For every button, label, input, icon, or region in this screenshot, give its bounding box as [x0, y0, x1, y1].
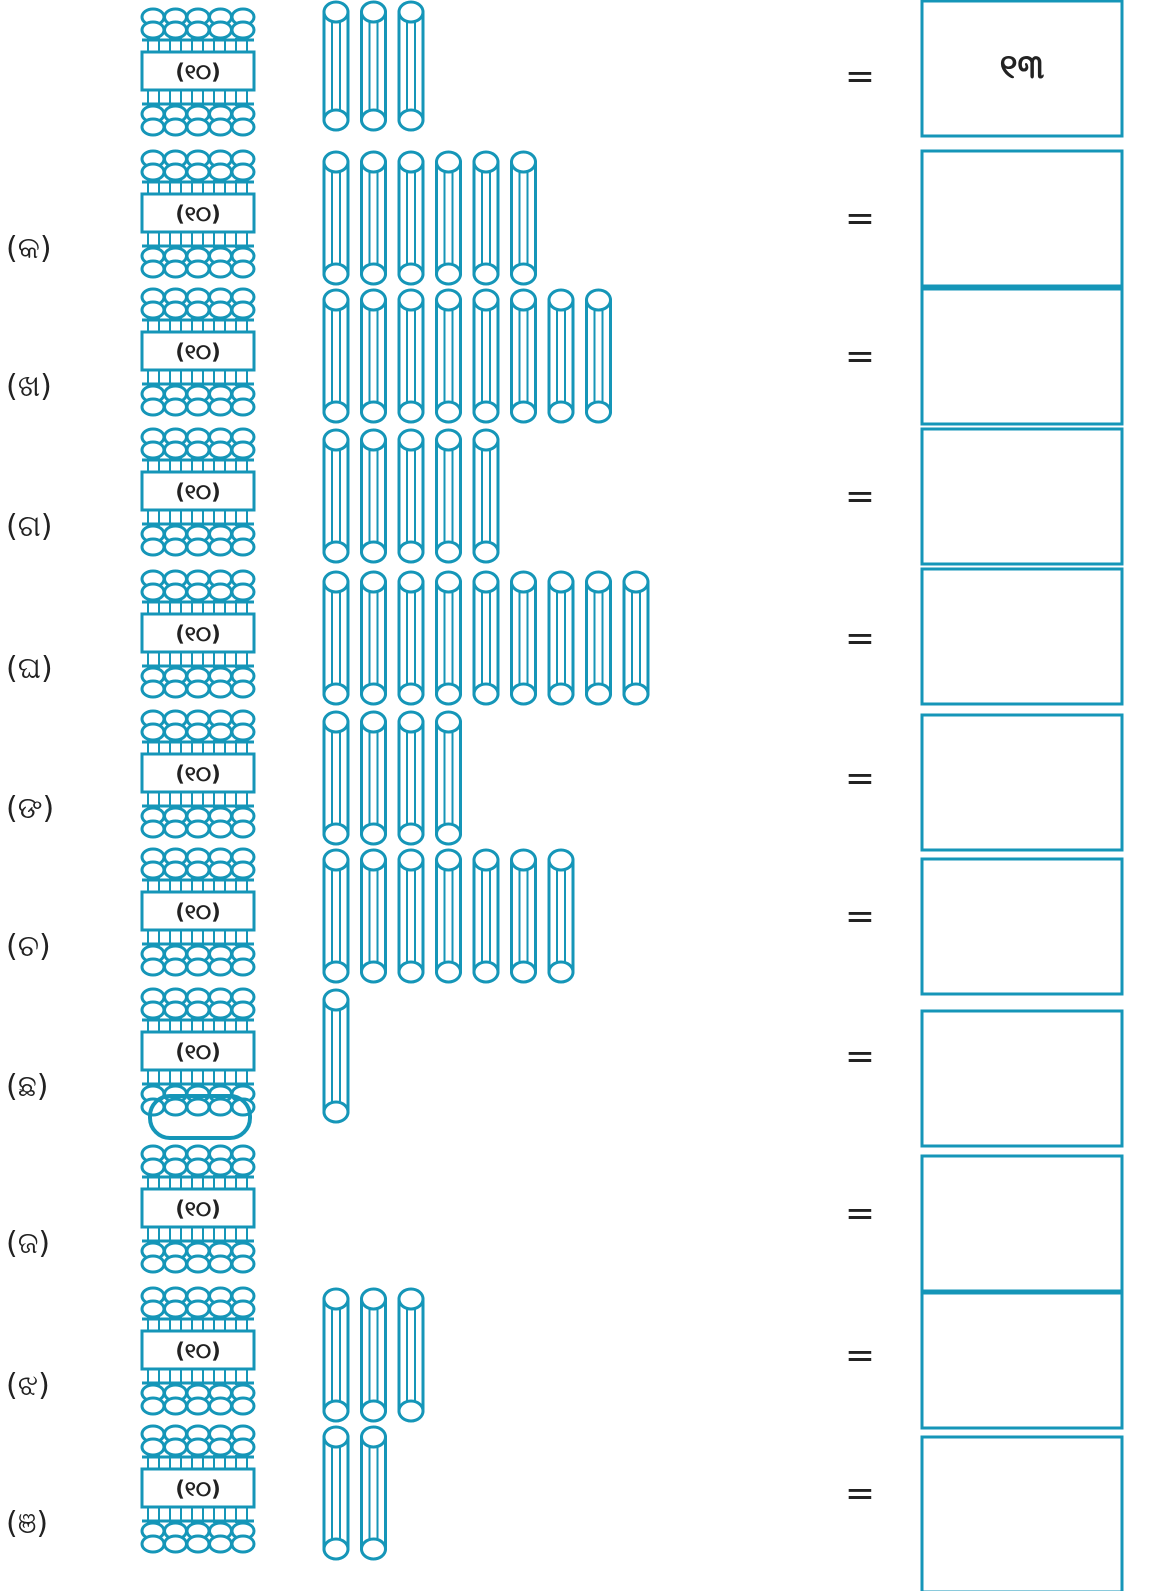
equals-sign: =	[845, 476, 875, 517]
answer-box[interactable]	[922, 289, 1122, 424]
answer-box[interactable]	[922, 859, 1122, 994]
row-label: (ଗ)	[6, 509, 52, 544]
equals-sign: =	[845, 896, 875, 937]
equals-sign: =	[845, 618, 875, 659]
bundle-label: (୧୦)	[175, 622, 220, 646]
bundle-label: (୧୦)	[175, 1197, 220, 1221]
row-label: (ଖ)	[6, 369, 52, 404]
loose-sticks	[324, 290, 611, 422]
answer-box[interactable]	[922, 151, 1122, 286]
loose-sticks	[324, 430, 498, 562]
ten-bundle: (୧୦)	[142, 849, 254, 975]
worksheet-row: (ଝ) (୧୦) =	[6, 1288, 1122, 1428]
worksheet-row: (ଛ) (୧୦) =	[6, 989, 1122, 1146]
equals-sign: =	[845, 758, 875, 799]
ten-bundle: (୧୦)	[142, 429, 254, 555]
ten-bundle: (୧୦)	[142, 1426, 254, 1552]
answer-box[interactable]	[922, 715, 1122, 850]
row-label: (କ)	[6, 231, 52, 266]
worksheet-row: (ଙ) (୧୦) =	[6, 711, 1122, 850]
bundle-label: (୧୦)	[175, 202, 220, 226]
equals-sign: =	[845, 1335, 875, 1376]
loose-sticks	[324, 850, 573, 982]
worksheet-row: (ଗ) (୧୦) =	[6, 429, 1122, 564]
ten-bundle: (୧୦)	[142, 289, 254, 415]
equals-sign: =	[845, 198, 875, 239]
answer-box[interactable]	[922, 1156, 1122, 1291]
loose-sticks	[324, 1289, 423, 1421]
worksheet-row: (ଘ) (୧୦) =	[6, 569, 1122, 704]
ten-bundle: (୧୦)	[142, 989, 254, 1138]
equals-sign: =	[845, 1036, 875, 1077]
loose-sticks	[324, 2, 423, 130]
equals-sign: =	[845, 56, 875, 97]
row-label: (ଝ)	[6, 1368, 50, 1403]
worksheet-row: (ଞ) (୧୦) =	[6, 1426, 1122, 1591]
loose-sticks	[324, 1427, 386, 1559]
ten-bundle: (୧୦)	[142, 1146, 254, 1272]
row-label: (ଚ)	[6, 929, 51, 964]
ten-bundle: (୧୦)	[142, 151, 254, 277]
equals-sign: =	[845, 336, 875, 377]
loose-sticks	[324, 712, 461, 844]
worksheet-row: (୧୦) = ୧୩	[142, 1, 1122, 136]
equals-sign: =	[845, 1473, 875, 1514]
row-label: (ଞ)	[6, 1506, 48, 1541]
worksheet-row: (ଜ) (୧୦) =	[6, 1146, 1122, 1291]
answer-box[interactable]	[922, 1011, 1122, 1146]
worksheet-row: (ଖ) (୧୦) =	[6, 289, 1122, 424]
bundle-label: (୧୦)	[175, 340, 220, 364]
bundle-label: (୧୦)	[175, 900, 220, 924]
loose-sticks	[324, 572, 648, 704]
answer-value: ୧୩	[1000, 47, 1045, 87]
ten-bundle: (୧୦)	[142, 571, 254, 697]
row-label: (ଜ)	[6, 1226, 50, 1261]
bundle-label: (୧୦)	[175, 60, 220, 84]
bundle-label: (୧୦)	[175, 1477, 220, 1501]
bundle-label: (୧୦)	[175, 762, 220, 786]
answer-box[interactable]	[922, 429, 1122, 564]
loose-sticks	[324, 990, 348, 1122]
bundle-label: (୧୦)	[175, 1040, 220, 1064]
ten-bundle: (୧୦)	[142, 711, 254, 837]
worksheet-row: (କ) (୧୦) =	[6, 151, 1122, 286]
row-label: (ଛ)	[6, 1069, 48, 1104]
ten-bundle: (୧୦)	[142, 9, 254, 135]
row-label: (ଘ)	[6, 651, 53, 686]
bundle-label: (୧୦)	[175, 1339, 220, 1363]
answer-box[interactable]	[922, 569, 1122, 704]
ten-bundle: (୧୦)	[142, 1288, 254, 1414]
answer-box[interactable]	[922, 1437, 1122, 1591]
loose-sticks	[324, 152, 536, 284]
answer-box[interactable]	[922, 1293, 1122, 1428]
equals-sign: =	[845, 1193, 875, 1234]
worksheet-row: (ଚ) (୧୦) =	[6, 849, 1122, 994]
row-label: (ଙ)	[6, 791, 54, 826]
bundle-label: (୧୦)	[175, 480, 220, 504]
